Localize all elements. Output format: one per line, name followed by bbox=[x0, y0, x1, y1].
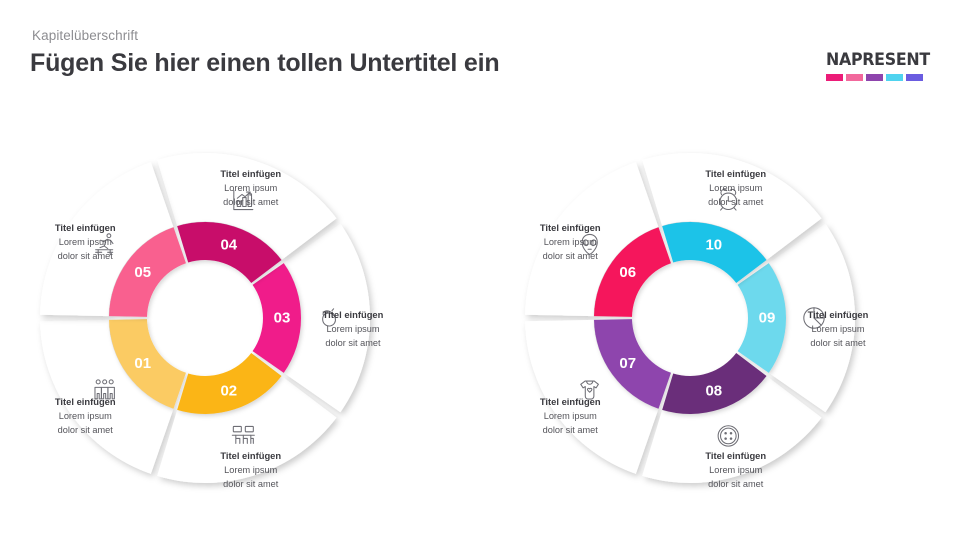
logo-wordmark: NAPRESENT bbox=[825, 50, 930, 69]
segment-panel-10[interactable] bbox=[642, 153, 822, 260]
segment-body-line2-04: dolor sit amet bbox=[223, 197, 279, 207]
segment-panel-01[interactable] bbox=[40, 319, 174, 474]
segment-body-line2-06: dolor sit amet bbox=[543, 251, 599, 261]
segment-title-02: Titel einfügen bbox=[220, 450, 281, 461]
segment-arc-04[interactable] bbox=[177, 222, 282, 283]
segment-title-06: Titel einfügen bbox=[540, 222, 601, 233]
segment-body-line2-08: dolor sit amet bbox=[708, 479, 764, 489]
segment-number-04: 04 bbox=[220, 236, 237, 253]
segment-title-09: Titel einfügen bbox=[808, 309, 869, 320]
segment-body-line1-10: Lorem ipsum bbox=[709, 183, 762, 193]
segment-title-01: Titel einfügen bbox=[55, 396, 116, 407]
logo-bar-1 bbox=[825, 73, 843, 81]
bar-chart-growth-icon bbox=[233, 190, 254, 211]
segment-number-06: 06 bbox=[619, 264, 636, 281]
logo-bar-4 bbox=[885, 73, 903, 81]
alien-face-icon bbox=[581, 233, 598, 255]
segment-body-line2-05: dolor sit amet bbox=[58, 251, 114, 261]
segment-body-line2-02: dolor sit amet bbox=[223, 479, 279, 489]
segment-number-03: 03 bbox=[274, 310, 291, 327]
segment-panel-02[interactable] bbox=[157, 376, 337, 483]
segment-body-line2-10: dolor sit amet bbox=[708, 197, 764, 207]
button-sewing-icon bbox=[717, 425, 740, 447]
segment-title-10: Titel einfügen bbox=[705, 168, 766, 179]
segment-number-09: 09 bbox=[759, 310, 776, 327]
segment-panel-09[interactable] bbox=[769, 223, 855, 413]
segment-number-08: 08 bbox=[705, 383, 722, 400]
segment-number-05: 05 bbox=[134, 264, 151, 281]
segment-arc-07[interactable] bbox=[594, 319, 671, 409]
segment-body-line2-01: dolor sit amet bbox=[58, 425, 114, 435]
segment-title-05: Titel einfügen bbox=[55, 222, 116, 233]
segment-body-line1-03: Lorem ipsum bbox=[326, 324, 379, 334]
segment-number-07: 07 bbox=[619, 355, 636, 372]
segment-arc-10[interactable] bbox=[662, 222, 767, 283]
alarm-clock-icon bbox=[719, 188, 738, 211]
segment-body-line2-07: dolor sit amet bbox=[543, 425, 599, 435]
segment-body-line2-03: dolor sit amet bbox=[325, 338, 381, 348]
segment-arc-03[interactable] bbox=[252, 263, 301, 373]
segment-arc-05[interactable] bbox=[109, 227, 186, 317]
segment-title-03: Titel einfügen bbox=[323, 309, 384, 320]
slide-header: Kapitelüberschrift Fügen Sie hier einen … bbox=[30, 28, 500, 78]
segment-panel-07[interactable] bbox=[525, 319, 659, 474]
acorn-icon bbox=[322, 308, 336, 327]
segment-body-line1-06: Lorem ipsum bbox=[544, 237, 597, 247]
segment-body-line1-02: Lorem ipsum bbox=[224, 465, 277, 475]
segment-title-07: Titel einfügen bbox=[540, 396, 601, 407]
hurdle-runner-icon bbox=[95, 233, 114, 256]
segment-body-line1-09: Lorem ipsum bbox=[811, 324, 864, 334]
logo-color-bars bbox=[825, 73, 934, 81]
segment-arc-02[interactable] bbox=[177, 353, 282, 414]
segment-body-line1-08: Lorem ipsum bbox=[709, 465, 762, 475]
segment-number-01: 01 bbox=[134, 355, 151, 372]
segment-body-line1-01: Lorem ipsum bbox=[59, 411, 112, 421]
segment-arc-09[interactable] bbox=[737, 263, 787, 373]
logo-bar-2 bbox=[845, 73, 863, 81]
segment-body-line1-05: Lorem ipsum bbox=[59, 237, 112, 247]
brand-logo: NAPRESENT bbox=[825, 50, 934, 81]
three-people-icon bbox=[94, 379, 115, 400]
segment-panel-04[interactable] bbox=[157, 153, 337, 260]
segment-panel-03[interactable] bbox=[284, 223, 370, 413]
segment-panel-06[interactable] bbox=[525, 162, 659, 317]
segment-title-04: Titel einfügen bbox=[220, 168, 281, 179]
chapter-kicker: Kapitelüberschrift bbox=[32, 28, 139, 43]
segment-body-line2-09: dolor sit amet bbox=[810, 338, 866, 348]
segment-body-line1-04: Lorem ipsum bbox=[224, 183, 277, 193]
segment-body-line1-07: Lorem ipsum bbox=[544, 411, 597, 421]
meeting-table-icon bbox=[231, 425, 255, 444]
logo-bar-3 bbox=[865, 73, 883, 81]
page-title: Fügen Sie hier einen tollen Untertitel e… bbox=[30, 49, 500, 78]
logo-bar-5 bbox=[905, 73, 923, 81]
segment-arc-01[interactable] bbox=[109, 319, 186, 409]
segment-number-10: 10 bbox=[705, 236, 722, 253]
pie-chart-icon bbox=[803, 307, 825, 329]
segment-arc-06[interactable] bbox=[594, 227, 671, 317]
segment-panel-08[interactable] bbox=[642, 376, 822, 483]
segment-number-02: 02 bbox=[220, 383, 237, 400]
segment-title-08: Titel einfügen bbox=[705, 450, 766, 461]
segment-arc-08[interactable] bbox=[662, 353, 767, 415]
baby-onesie-icon bbox=[580, 380, 599, 400]
